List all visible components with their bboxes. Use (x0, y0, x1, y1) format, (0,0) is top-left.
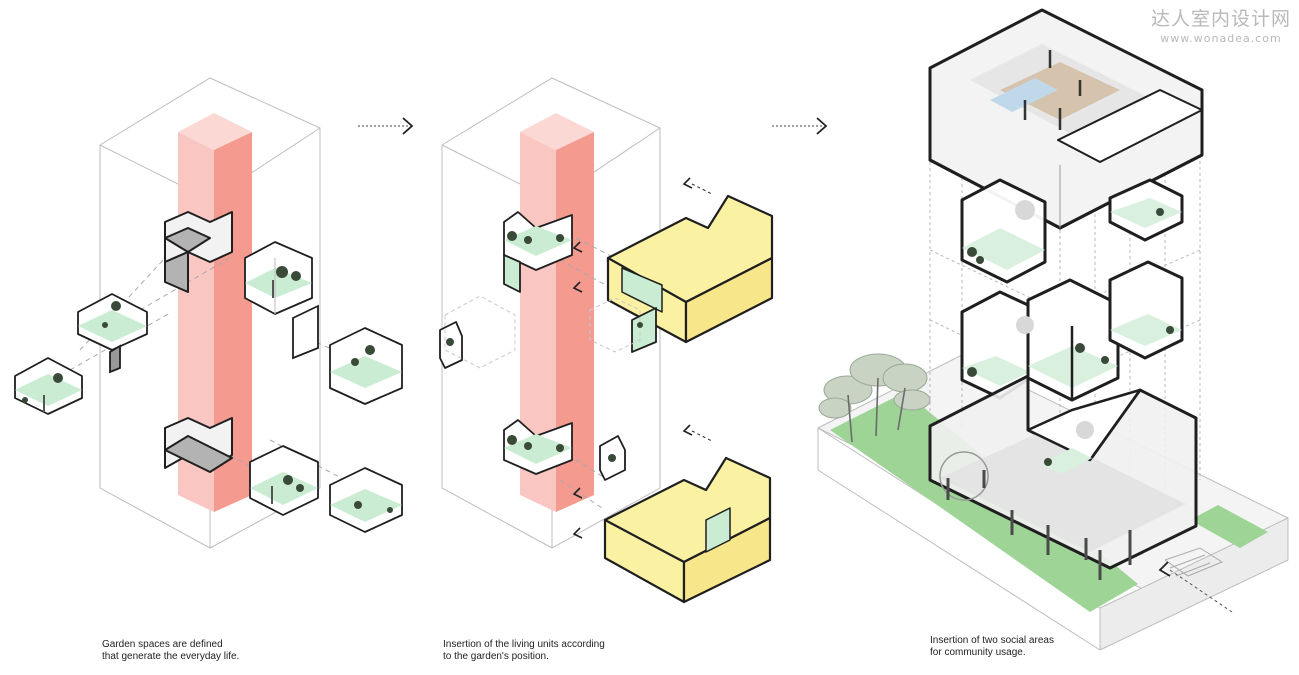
garden-box-d (329, 327, 403, 405)
garden-box-f (329, 467, 403, 533)
caption-step-3-line-1: Insertion of two social areas (930, 635, 1054, 646)
step-arrow-2 (772, 117, 828, 135)
watermark-brand: 达人室内设计网 (1150, 8, 1291, 30)
people-top (1023, 50, 1082, 130)
step-arrow-1 (358, 117, 414, 135)
ghost-garden-2 (444, 295, 641, 369)
caption-step-1: Garden spaces are defined that generate … (102, 639, 239, 663)
step-2-diagram (439, 77, 774, 604)
living-unit-lower (603, 456, 772, 604)
people-bottom (946, 470, 1132, 580)
garden-box-2b (503, 419, 573, 475)
people-step-1 (43, 280, 274, 504)
entrance-steps (1164, 547, 1224, 577)
tree-trunks (847, 377, 906, 443)
watermark-url: www.wonadea.com (1160, 32, 1282, 45)
step-1-diagram (14, 77, 403, 549)
plants-step-3 (967, 208, 1174, 466)
garden-box-a (244, 241, 313, 315)
entrance-arrow (1158, 561, 1233, 613)
garden-box-b (77, 293, 148, 351)
insertion-arrows (572, 177, 713, 539)
caption-step-1-line-2: that generate the everyday life. (102, 651, 240, 662)
trees (818, 353, 931, 419)
unit-box-5 (1108, 260, 1184, 360)
unit-box-2 (1108, 178, 1184, 242)
caption-step-3-line-2: for community usage. (930, 647, 1026, 658)
garden-box-c (14, 357, 83, 415)
unit-box-4 (1026, 278, 1120, 402)
leaf-watermarks (1015, 200, 1094, 439)
void-fragment (109, 304, 319, 374)
garden-box-2a (503, 211, 573, 293)
caption-step-3: Insertion of two social areas for commun… (930, 635, 1054, 659)
caption-step-2-line-1: Insertion of the living units according (443, 639, 605, 650)
caption-step-2-line-2: to the garden's position. (443, 651, 549, 662)
plants-step-2 (446, 231, 643, 462)
grey-void-lower (164, 417, 233, 473)
watermark: 达人室内设计网 www.wonadea.com (1151, 4, 1291, 45)
caption-step-1-line-1: Garden spaces are defined (102, 639, 223, 650)
grey-void-upper (164, 211, 233, 293)
plants-step-1 (22, 266, 393, 513)
caption-step-2: Insertion of the living units according … (443, 639, 605, 663)
living-unit-upper (606, 194, 774, 344)
step-3-diagram (817, 8, 1289, 651)
unit-box-1 (960, 178, 1047, 284)
